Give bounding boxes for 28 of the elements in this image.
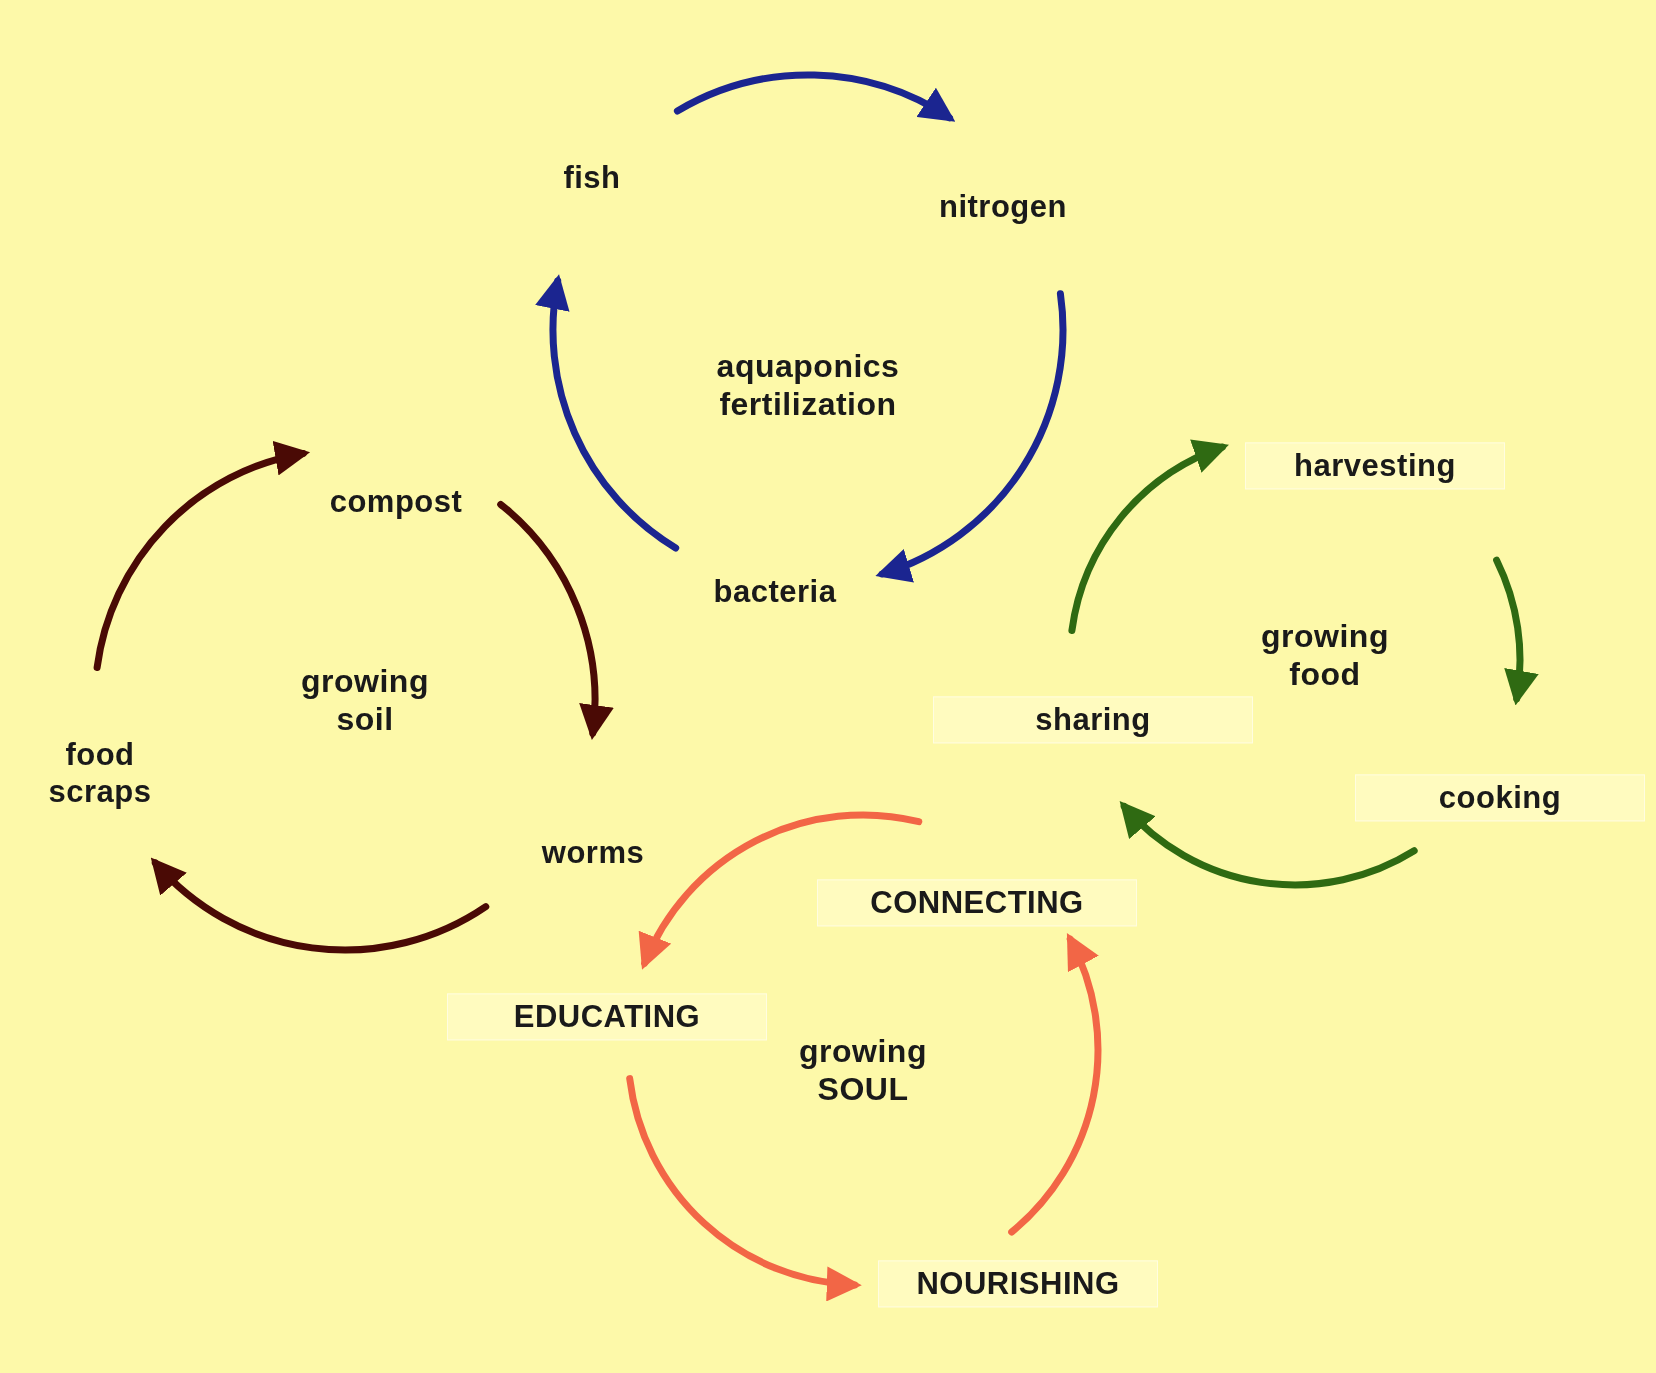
arrow-label: compost	[306, 481, 486, 523]
curved-arrow	[626, 1075, 862, 1300]
arrow-label: worms	[523, 832, 663, 874]
cycle-title: growing soil	[280, 659, 450, 741]
curved-arrow	[1008, 932, 1102, 1236]
arrow-label: fish	[547, 157, 637, 199]
arrow-label: food scraps	[30, 733, 170, 813]
label-box: sharing	[933, 696, 1253, 744]
cycle-title: growing SOUL	[773, 1029, 953, 1111]
curved-arrow	[536, 274, 680, 552]
curved-arrow	[1068, 441, 1229, 634]
curved-arrow	[1493, 556, 1538, 706]
cycle-title: aquaponics fertilization	[688, 344, 928, 426]
label-box: harvesting	[1245, 442, 1505, 490]
curved-arrow	[1119, 801, 1418, 889]
cycle-title: growing food	[1240, 614, 1410, 696]
arrow-label: bacteria	[690, 571, 860, 613]
arrow-label: nitrogen	[923, 186, 1083, 228]
curved-arrow	[875, 290, 1067, 581]
curved-arrow	[497, 500, 613, 741]
label-box: CONNECTING	[817, 879, 1137, 927]
label-box: NOURISHING	[878, 1260, 1158, 1308]
curved-arrow	[640, 811, 923, 970]
label-box: EDUCATING	[447, 993, 767, 1041]
label-box: cooking	[1355, 774, 1645, 822]
curved-arrow	[93, 442, 310, 671]
curved-arrow	[673, 71, 956, 122]
curved-arrow	[150, 857, 490, 954]
